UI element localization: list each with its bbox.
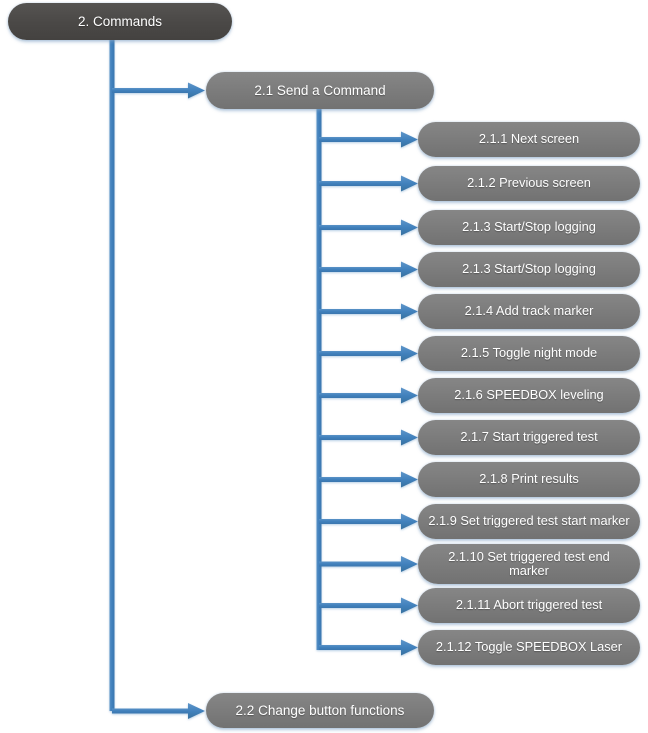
node-label: 2.1.6 SPEEDBOX leveling [454, 387, 604, 403]
connector-to-2-2-arrowhead [188, 703, 205, 719]
connector-to-2-2-shaft [112, 708, 188, 714]
node-2-1-2-previous-screen[interactable]: 2.1.2 Previous screen [418, 166, 640, 201]
node-2-1-3-start-stop-logging-duplicate[interactable]: 2.1.3 Start/Stop logging [418, 252, 640, 287]
node-label: 2.1.12 Toggle SPEEDBOX Laser [435, 639, 623, 655]
node-2-2-change-button-functions[interactable]: 2.2 Change button functions [206, 693, 434, 728]
node-label: 2. Commands [77, 13, 163, 29]
node-2-1-10-set-triggered-test-end-marker[interactable]: 2.1.10 Set triggered test end marker [418, 544, 640, 584]
node-label: 2.1.9 Set triggered test start marker [428, 513, 630, 529]
node-label: 2.1.1 Next screen [478, 131, 580, 147]
node-2-1-7-start-triggered-test[interactable]: 2.1.7 Start triggered test [418, 420, 640, 455]
node-2-1-3-start-stop-logging[interactable]: 2.1.3 Start/Stop logging [418, 210, 640, 245]
node-label: 2.1.2 Previous screen [467, 175, 591, 191]
node-root-commands[interactable]: 2. Commands [8, 3, 232, 40]
node-2-1-1-next-screen[interactable]: 2.1.1 Next screen [418, 122, 640, 157]
node-label: 2.1.4 Add track marker [464, 303, 594, 319]
node-label: 2.1.3 Start/Stop logging [462, 219, 596, 235]
node-label: 2.2 Change button functions [235, 702, 405, 718]
node-label: 2.1.11 Abort triggered test [455, 597, 603, 613]
node-label: 2.1.3 Start/Stop logging [462, 261, 596, 277]
node-label: 2.1.5 Toggle night mode [460, 345, 598, 361]
node-2-1-6-speedbox-leveling[interactable]: 2.1.6 SPEEDBOX leveling [418, 378, 640, 413]
node-2-1-9-set-triggered-test-start-marker[interactable]: 2.1.9 Set triggered test start marker [418, 504, 640, 539]
node-2-1-8-print-results[interactable]: 2.1.8 Print results [418, 462, 640, 497]
connector-to-2-1-shaft [112, 88, 188, 93]
node-2-1-12-toggle-speedbox-laser[interactable]: 2.1.12 Toggle SPEEDBOX Laser [418, 630, 640, 665]
leaf-connector-group [319, 131, 418, 656]
main-trunk-line [109, 38, 115, 711]
node-label: 2.1.10 Set triggered test end marker [448, 548, 610, 578]
node-label: 2.1.8 Print results [479, 471, 579, 487]
node-2-1-4-add-track-marker[interactable]: 2.1.4 Add track marker [418, 294, 640, 329]
node-label: 2.1 Send a Command [254, 82, 386, 98]
node-label: 2.1.7 Start triggered test [460, 429, 598, 445]
connector-to-2-1-arrowhead [188, 82, 205, 99]
node-2-1-send-a-command[interactable]: 2.1 Send a Command [206, 72, 434, 109]
sub-trunk-line [316, 108, 322, 650]
node-2-1-5-toggle-night-mode[interactable]: 2.1.5 Toggle night mode [418, 336, 640, 371]
node-2-1-11-abort-triggered-test[interactable]: 2.1.11 Abort triggered test [418, 588, 640, 623]
